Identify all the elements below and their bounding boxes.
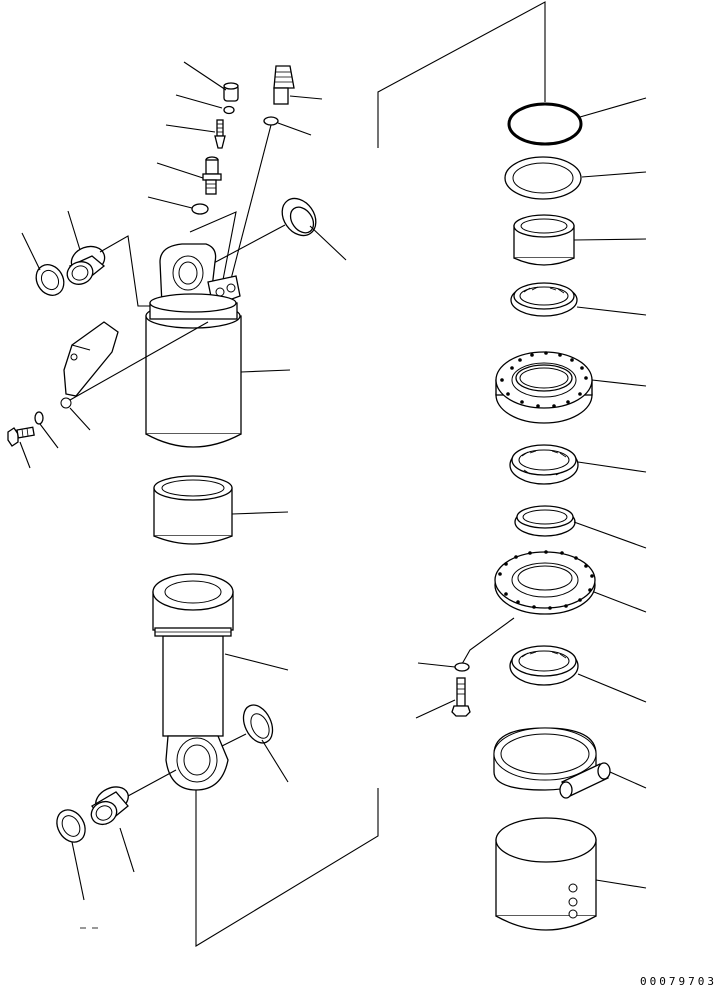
leader-line — [147, 196, 193, 209]
assembly-line — [209, 224, 286, 266]
dust-seal-part — [281, 197, 317, 237]
bushing-part — [66, 245, 106, 285]
bracket-bolt-part — [7, 426, 35, 447]
cylinder-head-part — [159, 243, 241, 328]
leader-line — [415, 699, 456, 719]
washer-part — [191, 203, 209, 215]
outer-race-part — [495, 351, 593, 424]
assembly-line — [377, 1, 546, 148]
assembly-line — [461, 617, 515, 665]
assembly-line — [229, 124, 272, 284]
bracket-washer-part — [34, 411, 44, 425]
flange-bolt-part — [451, 677, 471, 717]
leader-line — [224, 653, 289, 671]
leader-line — [69, 407, 91, 431]
leader-line — [165, 124, 216, 133]
mounting-bracket-part — [60, 321, 119, 409]
leader-line — [417, 662, 456, 668]
assembly-line — [69, 321, 209, 401]
bearing-ring-part — [510, 282, 578, 317]
leader-line — [309, 225, 347, 261]
leader-line — [156, 162, 204, 179]
band-clamp-part — [493, 727, 611, 799]
leader-line — [581, 171, 647, 178]
leader-line — [289, 95, 323, 100]
large-o-ring-part — [507, 102, 583, 146]
leader-line — [579, 97, 647, 118]
leader-line — [577, 673, 647, 703]
retainer-flange-part — [494, 550, 596, 615]
bearing-ring-part — [509, 645, 579, 686]
assembly-line — [195, 788, 379, 947]
leader-line — [576, 306, 647, 316]
assembly-line — [189, 211, 237, 286]
drawing-number: 00079703 — [640, 975, 717, 988]
hose-fitting-part — [273, 65, 295, 105]
rod-dust-seal-part — [242, 704, 274, 744]
rod-end-bushing-part — [90, 786, 129, 826]
leader-line — [240, 369, 291, 373]
piston-rod-part — [152, 573, 234, 791]
bearing-ring-part — [509, 444, 579, 485]
leader-line — [609, 771, 647, 789]
leader-line — [231, 511, 289, 515]
leader-line — [591, 379, 647, 387]
leader-line — [573, 521, 647, 549]
grease-cap-part — [223, 82, 239, 102]
grease-nipple-part — [214, 119, 226, 149]
leader-line — [277, 122, 312, 136]
o-ring-part — [263, 116, 279, 126]
leader-line — [71, 841, 85, 901]
leader-line — [39, 423, 59, 449]
seal-ring-part — [35, 264, 65, 296]
leader-line — [119, 827, 135, 873]
leader-line — [67, 210, 81, 251]
leader-line — [175, 94, 223, 109]
plug-fitting-part — [202, 156, 222, 195]
leader-line — [593, 591, 647, 613]
assembly-line — [221, 733, 247, 747]
backup-ring-part — [504, 156, 582, 200]
assembly-line — [127, 769, 177, 797]
cylinder-tube-part — [145, 293, 242, 448]
leader-line — [573, 238, 647, 241]
leader-line — [577, 461, 647, 473]
collar-sleeve-part — [513, 214, 575, 266]
inner-ring-part — [514, 505, 576, 537]
leader-line — [183, 61, 227, 91]
leader-line — [19, 441, 31, 469]
rod-end-seal-part — [56, 809, 86, 843]
swivel-body-part — [495, 817, 597, 931]
flange-washer-part — [454, 662, 470, 672]
rod-bushing-part — [153, 475, 233, 545]
leader-line — [261, 739, 289, 783]
small-o-ring-part — [223, 105, 235, 115]
leader-line — [21, 232, 41, 271]
leader-line — [595, 879, 647, 889]
